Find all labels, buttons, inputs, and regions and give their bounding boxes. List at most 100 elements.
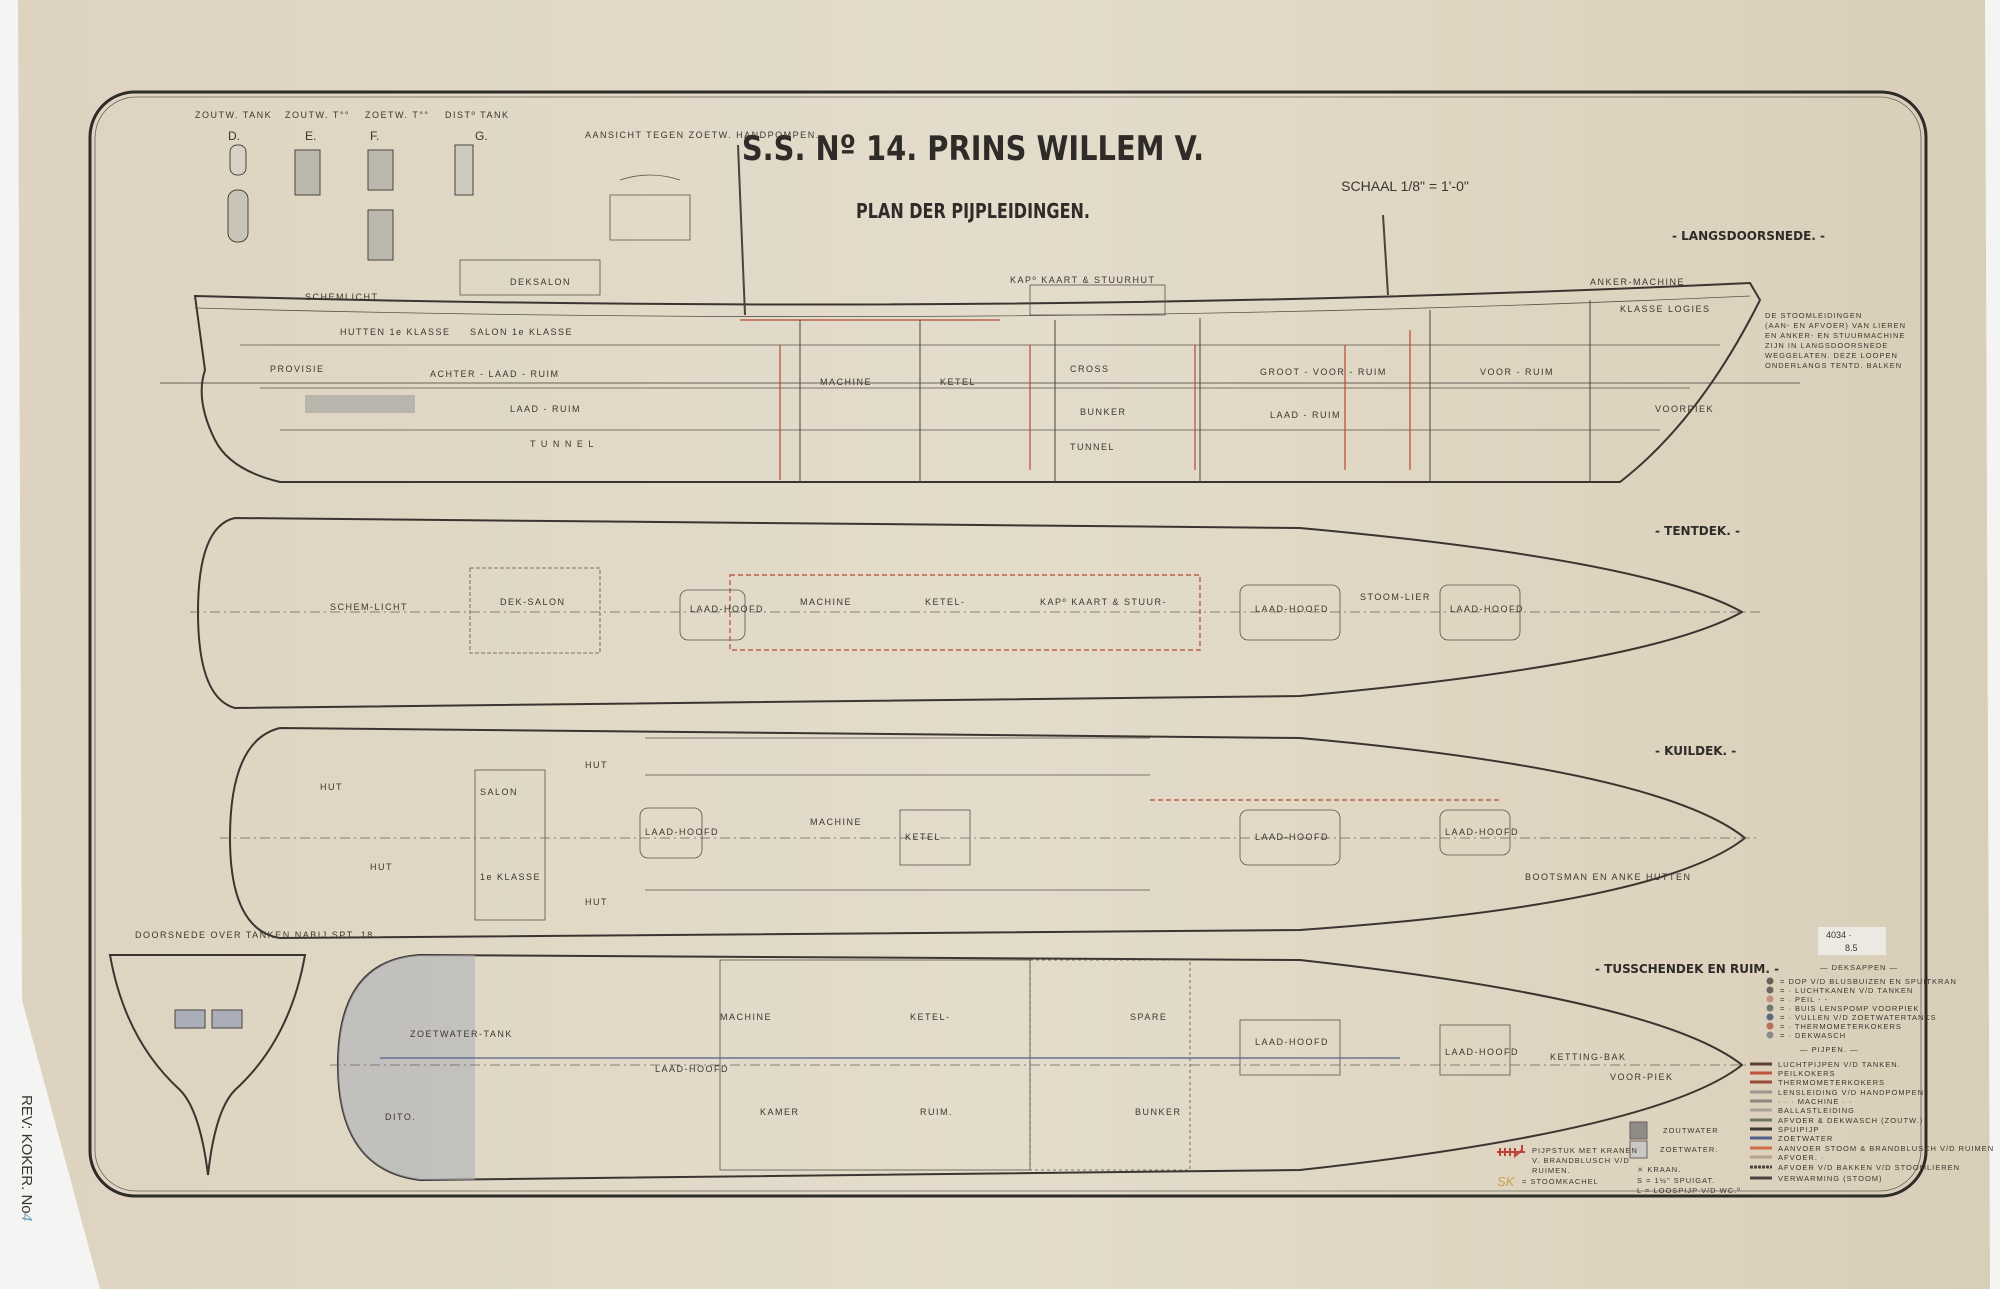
- section-title-tusschendek: - TUSSCHENDEK EN RUIM. -: [1595, 962, 1779, 976]
- svg-text:PROVISIE: PROVISIE: [270, 364, 325, 374]
- svg-text:AANSICHT TEGEN ZOETW. HANDPOMP: AANSICHT TEGEN ZOETW. HANDPOMPEN.: [585, 130, 820, 140]
- svg-text:= · THERMOMETERKOKERS: = · THERMOMETERKOKERS: [1780, 1022, 1902, 1031]
- svg-text:HUT: HUT: [585, 897, 608, 907]
- svg-text:PEILKOKERS: PEILKOKERS: [1778, 1069, 1836, 1078]
- svg-text:LAAD-HOOFD: LAAD-HOOFD: [1450, 604, 1524, 614]
- svg-text:— PIJPEN. —: — PIJPEN. —: [1800, 1045, 1859, 1054]
- svg-text:SALON 1e KLASSE: SALON 1e KLASSE: [470, 327, 573, 337]
- svg-text:AFVOER V/D BAKKEN V/D STOOMLIE: AFVOER V/D BAKKEN V/D STOOMLIEREN: [1778, 1163, 1960, 1172]
- svg-text:VOOR - RUIM: VOOR - RUIM: [1480, 367, 1554, 377]
- svg-text:LENSLEIDING V/D HANDPOMPEN: LENSLEIDING V/D HANDPOMPEN: [1778, 1088, 1924, 1097]
- svg-text:⨯ KRAAN.: ⨯ KRAAN.: [1637, 1165, 1681, 1174]
- svg-text:T U N N E L: T U N N E L: [530, 439, 595, 449]
- legend-swatch: [1766, 977, 1774, 985]
- svg-text:GROOT - VOOR - RUIM: GROOT - VOOR - RUIM: [1260, 367, 1387, 377]
- svg-text:ZOUTWATER: ZOUTWATER: [1663, 1126, 1719, 1135]
- svg-text:HUTTEN 1e KLASSE: HUTTEN 1e KLASSE: [340, 327, 451, 337]
- svg-text:ZOETWATER.: ZOETWATER.: [1660, 1145, 1718, 1154]
- svg-text:STOOM-LIER: STOOM-LIER: [1360, 592, 1431, 602]
- tank-details: ZOUTW. TANK ZOUTW. T°° ZOETW. T°° DISTº …: [195, 110, 820, 261]
- svg-text:VOOR-PIEK: VOOR-PIEK: [1610, 1072, 1674, 1082]
- svg-text:PIJPSTUK MET KRANEN: PIJPSTUK MET KRANEN: [1532, 1146, 1638, 1155]
- svg-text:= · PEIL - -: = · PEIL - -: [1780, 995, 1828, 1004]
- svg-text:8.5: 8.5: [1845, 943, 1858, 953]
- svg-text:WEGGELATEN. DEZE LOOPEN: WEGGELATEN. DEZE LOOPEN: [1765, 351, 1898, 360]
- drawing-title: S.S. Nº 14. PRINS WILLEM V.: [742, 130, 1204, 169]
- svg-text:(AAN- EN AFVOER) VAN LIEREN: (AAN- EN AFVOER) VAN LIEREN: [1765, 321, 1906, 330]
- legend: — DEKSAPPEN — = DOP V/D BLUSBUIZEN EN SP…: [1497, 963, 1994, 1195]
- svg-text:1e KLASSE: 1e KLASSE: [480, 872, 541, 882]
- svg-text:ANKER-MACHINE: ANKER-MACHINE: [1590, 277, 1685, 287]
- svg-text:V. BRANDBLUSCH V/D: V. BRANDBLUSCH V/D: [1532, 1156, 1630, 1165]
- svg-text:BUNKER: BUNKER: [1080, 407, 1127, 417]
- svg-text:= DOP V/D BLUSBUIZEN EN SPUITK: = DOP V/D BLUSBUIZEN EN SPUITKRAN: [1780, 977, 1957, 986]
- svg-text:DOORSNEDE OVER TANKEN NABIJ SP: DOORSNEDE OVER TANKEN NABIJ SPT. 18.: [135, 930, 378, 940]
- svg-text:SALON: SALON: [480, 787, 518, 797]
- svg-text:HUT: HUT: [320, 782, 343, 792]
- svg-text:DE STOOMLEIDINGEN: DE STOOMLEIDINGEN: [1765, 311, 1862, 320]
- inventory-label: 4034 · 8.5: [1818, 927, 1886, 955]
- svg-text:MACHINE: MACHINE: [720, 1012, 772, 1022]
- svg-text:ZOUTW. TANK: ZOUTW. TANK: [195, 110, 272, 120]
- svg-text:AANVOER STOOM & BRANDBLUSCH V/: AANVOER STOOM & BRANDBLUSCH V/D RUIMEN: [1778, 1144, 1994, 1153]
- svg-text:MACHINE: MACHINE: [810, 817, 862, 827]
- svg-text:DEKSALON: DEKSALON: [510, 277, 571, 287]
- svg-text:EN ANKER- EN STUURMACHINE: EN ANKER- EN STUURMACHINE: [1765, 331, 1905, 340]
- tusschendek-plan: ZOETWATER-TANK DITO. LAAD-HOOFD MACHINE …: [330, 953, 1779, 1182]
- svg-text:THERMOMETERKOKERS: THERMOMETERKOKERS: [1778, 1078, 1885, 1087]
- svg-text:KAPº KAART & STUURHUT: KAPº KAART & STUURHUT: [1010, 275, 1155, 285]
- svg-text:LAAD-HOOFD: LAAD-HOOFD: [1445, 827, 1519, 837]
- red-note: DE STOOMLEIDINGEN (AAN- EN AFVOER) VAN L…: [1765, 311, 1906, 370]
- svg-text:KETEL: KETEL: [905, 832, 941, 842]
- svg-text:KAPº KAART & STUUR-: KAPº KAART & STUUR-: [1040, 597, 1167, 607]
- section-title-kuildek: - KUILDEK. -: [1655, 744, 1736, 758]
- svg-text:LAAD-HOOFD: LAAD-HOOFD: [1255, 604, 1329, 614]
- svg-text:L = LOOSPIJP V/D WC.º: L = LOOSPIJP V/D WC.º: [1637, 1186, 1741, 1195]
- paper-sheet: [18, 0, 1990, 1289]
- svg-text:LAAD-HOOFD: LAAD-HOOFD: [690, 604, 764, 614]
- cross-section-tanks: DOORSNEDE OVER TANKEN NABIJ SPT. 18.: [108, 930, 378, 1176]
- svg-text:TUNNEL: TUNNEL: [1070, 442, 1115, 452]
- svg-text:= · DEKWASCH: = · DEKWASCH: [1780, 1031, 1846, 1040]
- svg-text:SCHEM-LICHT: SCHEM-LICHT: [330, 602, 408, 612]
- svg-text:SK: SK: [1497, 1174, 1516, 1189]
- svg-text:LAAD-HOOFD: LAAD-HOOFD: [1255, 832, 1329, 842]
- svg-text:SPUIPIJP: SPUIPIJP: [1778, 1125, 1819, 1134]
- svg-text:= · BUIS LENSPOMP VOORPIEK: = · BUIS LENSPOMP VOORPIEK: [1780, 1004, 1919, 1013]
- svg-text:CROSS: CROSS: [1070, 364, 1110, 374]
- svg-text:DITO.: DITO.: [385, 1112, 416, 1122]
- svg-text:VERWARMING (STOOM): VERWARMING (STOOM): [1778, 1174, 1883, 1183]
- svg-text:G.: G.: [475, 129, 488, 143]
- svg-text:KETEL-: KETEL-: [925, 597, 966, 607]
- svg-text:LAAD-HOOFD: LAAD-HOOFD: [1255, 1037, 1329, 1047]
- svg-text:ZOETWATER: ZOETWATER: [1778, 1134, 1833, 1143]
- svg-text:LAAD-HOOFD: LAAD-HOOFD: [645, 827, 719, 837]
- svg-text:REV: KOKER. No: REV: KOKER. No: [18, 1095, 35, 1214]
- kuildek-plan: SALON 1e KLASSE LAAD-HOOFD MACHINE KETEL…: [220, 726, 1760, 940]
- svg-text:4034 ·: 4034 ·: [1826, 930, 1852, 940]
- svg-text:SCHEMLICHT: SCHEMLICHT: [305, 292, 379, 302]
- svg-text:= · VULLEN V/D ZOETWATERTANKS: = · VULLEN V/D ZOETWATERTANKS: [1780, 1013, 1936, 1022]
- svg-text:KAMER: KAMER: [760, 1107, 800, 1117]
- svg-text:ZOUTW. T°°: ZOUTW. T°°: [285, 110, 350, 120]
- scale-label: SCHAAL 1/8" = 1'-0": [1341, 178, 1469, 194]
- svg-text:BALLASTLEIDING: BALLASTLEIDING: [1778, 1106, 1855, 1115]
- svg-text:4: 4: [18, 1213, 35, 1221]
- svg-text:DISTº TANK: DISTº TANK: [445, 110, 509, 120]
- svg-text:ZOETW. T°°: ZOETW. T°°: [365, 110, 430, 120]
- svg-text:LAAD - RUIM: LAAD - RUIM: [1270, 410, 1341, 420]
- svg-text:— DEKSAPPEN —: — DEKSAPPEN —: [1820, 963, 1898, 972]
- longitudinal-section: DEKSALON SCHEMLICHT HUTTEN 1e KLASSE SAL…: [160, 144, 1825, 483]
- svg-text:= · LUCHTKANEN V/D TANKEN: = · LUCHTKANEN V/D TANKEN: [1780, 986, 1913, 995]
- svg-text:SPARE: SPARE: [1130, 1012, 1167, 1022]
- svg-text:RUIMEN.: RUIMEN.: [1532, 1166, 1571, 1175]
- tentdek-plan: SCHEM-LICHT DEK-SALON LAAD-HOOFD MACHINE…: [190, 516, 1760, 710]
- svg-text:· · · MACHINE · ·: · · · MACHINE · ·: [1778, 1097, 1853, 1106]
- svg-text:ONDERLANGS TENTD. BALKEN: ONDERLANGS TENTD. BALKEN: [1765, 361, 1902, 370]
- section-title-langsdoorsnede: - LANGSDOORSNEDE. -: [1672, 229, 1825, 243]
- section-title-tentdek: - TENTDEK. -: [1655, 524, 1740, 538]
- svg-text:AFVOER. ·: AFVOER. ·: [1778, 1153, 1825, 1162]
- svg-text:KLASSE LOGIES: KLASSE LOGIES: [1620, 304, 1711, 314]
- drawing-subtitle: PLAN DER PIJPLEIDINGEN.: [856, 200, 1090, 223]
